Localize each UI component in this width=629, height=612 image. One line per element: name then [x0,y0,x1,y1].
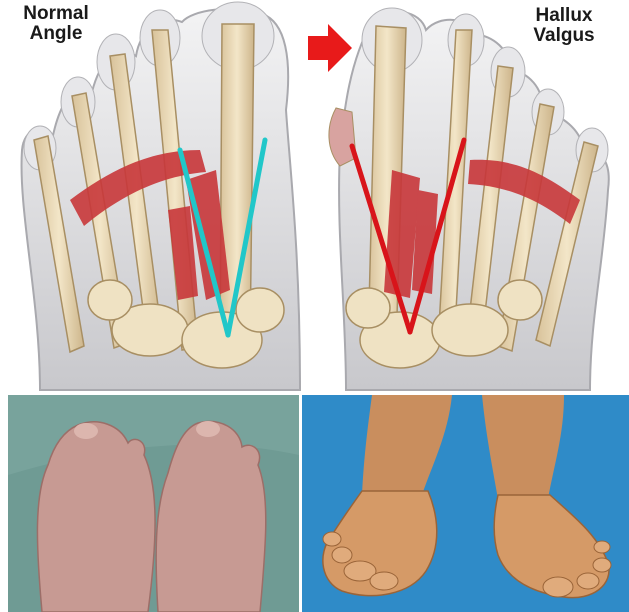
anatomy-illustration: Normal Angle Hallux Valgus [0,0,629,392]
feet-photo-right [302,395,629,612]
feet-photo-left [8,395,299,612]
caption-hallux-valgus: Hallux Valgus [514,6,614,46]
feet-anatomy-drawing [0,0,629,392]
caption-normal-angle: Normal Angle [6,4,106,44]
hallux-valgus-foot [329,8,609,390]
left-photo-foot-1 [37,422,155,612]
normal-foot [22,2,300,390]
photo-feet-blue-background [302,395,629,612]
right-arrow-icon [308,24,352,72]
photo-feet-green-background [8,395,299,612]
